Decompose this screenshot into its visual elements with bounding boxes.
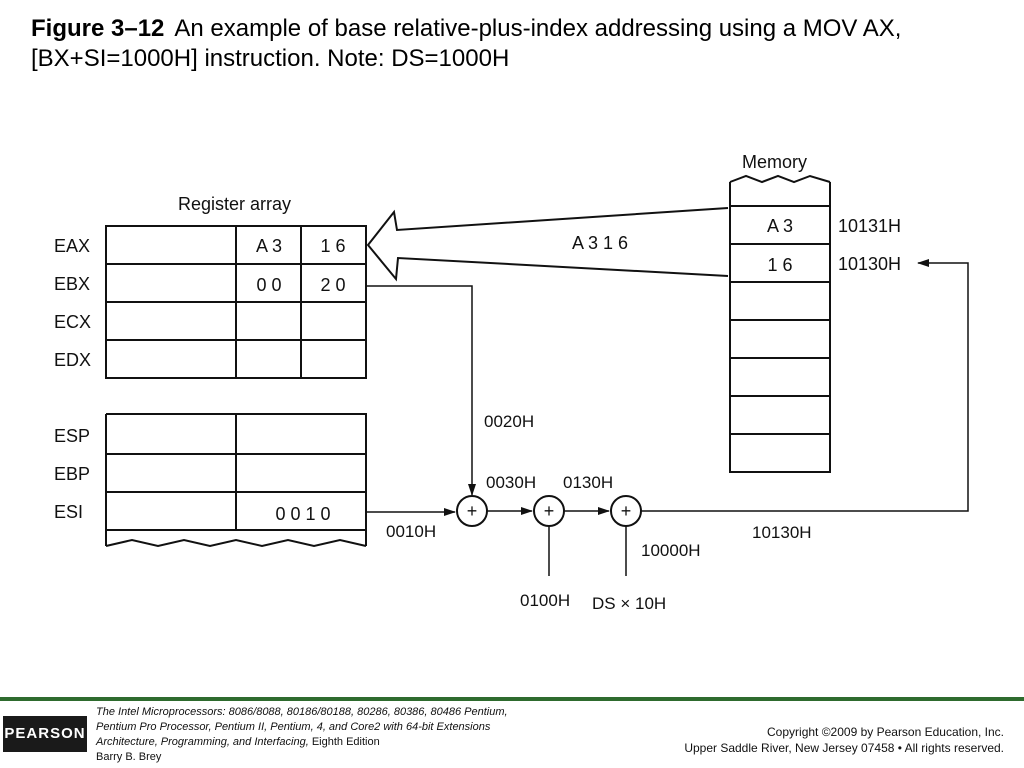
eax-high-value: A 3 xyxy=(256,236,282,256)
pearson-logo: PEARSON xyxy=(3,716,87,752)
ebx-low-value: 2 0 xyxy=(320,275,345,295)
ebx-high-value: 0 0 xyxy=(256,275,281,295)
si-value-label: 0010H xyxy=(386,522,436,541)
memory-address-10130h: 10130H xyxy=(838,254,901,274)
memory-cell-low-value: 1 6 xyxy=(767,255,792,275)
book-citation: The Intel Microprocessors: 8086/8088, 80… xyxy=(96,705,566,765)
register-names-top: EAX EBX ECX EDX xyxy=(54,236,91,370)
adder-1: + xyxy=(456,495,488,527)
ds-shifted-label: 10000H xyxy=(641,541,701,560)
svg-text:+: + xyxy=(621,501,632,521)
register-esi-label: ESI xyxy=(54,502,83,522)
register-ecx-label: ECX xyxy=(54,312,91,332)
esi-value: 0 0 1 0 xyxy=(275,504,330,524)
book-line3a: Architecture, Programming, and Interfaci… xyxy=(96,736,309,748)
svg-text:+: + xyxy=(544,501,555,521)
sum1-label: 0030H xyxy=(486,473,536,492)
register-block-top xyxy=(105,225,367,379)
bx-path xyxy=(366,285,476,496)
register-block-bottom xyxy=(105,413,367,548)
book-line1: 8086/8088, 80186/80188, 80286, 80386, 80… xyxy=(228,706,508,718)
book-line2: Pentium Pro Processor, Pentium II, Penti… xyxy=(96,721,491,733)
register-names-bottom: ESP EBP ESI xyxy=(54,426,90,522)
book-line3b: Eighth Edition xyxy=(311,736,380,748)
sum2-label: 0130H xyxy=(563,473,613,492)
register-edx-label: EDX xyxy=(54,350,91,370)
publisher-address: Upper Saddle River, New Jersey 07458 • A… xyxy=(684,741,1004,755)
memory-label: Memory xyxy=(742,152,807,172)
ds-expression-label: DS × 10H xyxy=(592,594,666,613)
transfer-arrow xyxy=(366,207,729,282)
memory-cell-high-value: A 3 xyxy=(767,216,793,236)
register-esp-label: ESP xyxy=(54,426,90,446)
displacement-label: 0100H xyxy=(520,591,570,610)
register-ebx-label: EBX xyxy=(54,274,90,294)
copyright-block: Copyright ©2009 by Pearson Education, In… xyxy=(684,724,1004,756)
bx-value-label: 0020H xyxy=(484,412,534,431)
book-author: Barry B. Brey xyxy=(96,751,162,763)
addressing-diagram: Register array EAX EBX ECX EDX A 3 1 6 0… xyxy=(54,152,969,613)
effective-address-label: 10130H xyxy=(752,523,812,542)
eax-low-value: 1 6 xyxy=(320,236,345,256)
register-eax-label: EAX xyxy=(54,236,90,256)
figure-number: Figure 3–12 xyxy=(31,15,165,42)
book-title: The Intel Microprocessors: xyxy=(96,706,226,718)
copyright-text: Copyright ©2009 by Pearson Education, In… xyxy=(767,725,1004,739)
adder-2: + xyxy=(533,495,565,527)
transfer-label: A 3 1 6 xyxy=(572,233,628,253)
memory-block xyxy=(729,174,831,473)
memory-address-10131h: 10131H xyxy=(838,216,901,236)
register-array-label: Register array xyxy=(178,194,291,214)
figure-caption: An example of base relative-plus-index a… xyxy=(31,15,902,72)
adder-3: + xyxy=(610,495,642,527)
footer-divider xyxy=(0,697,1024,701)
register-ebp-label: EBP xyxy=(54,464,90,484)
svg-text:+: + xyxy=(467,501,478,521)
effective-address-path xyxy=(641,259,969,512)
